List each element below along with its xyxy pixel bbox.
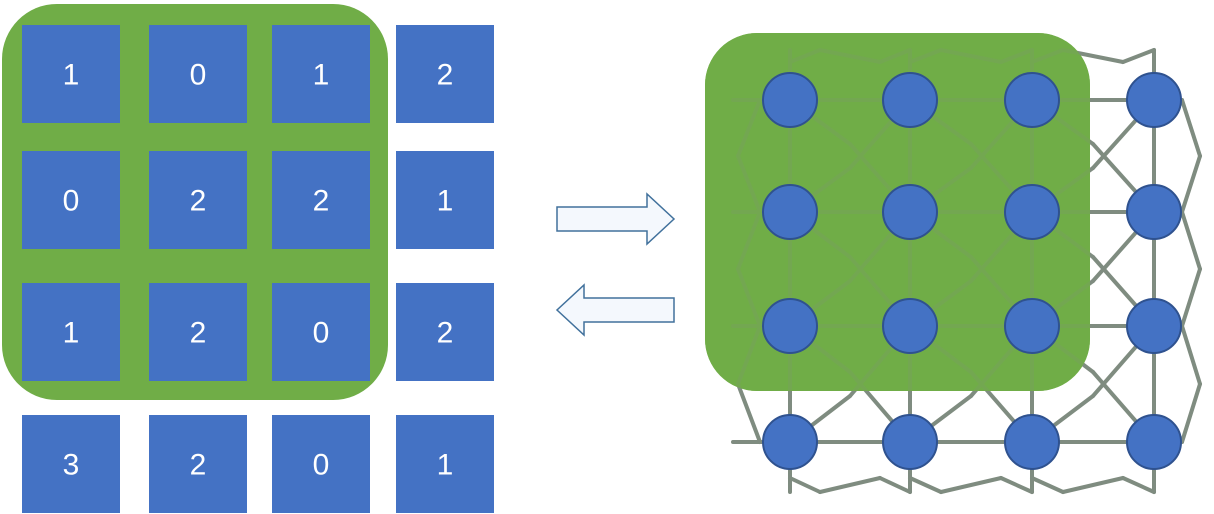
grid-cell-value: 2 [313,185,330,218]
graph-nodes [762,72,1182,470]
grid-cell-box [272,415,370,513]
grid-cell-box [149,25,247,123]
grid-cell-box [149,415,247,513]
grid-cell: 2 [149,415,247,513]
graph-node [1004,298,1060,354]
grid-cell: 1 [22,25,120,123]
grid-cell-value: 1 [437,449,454,482]
grid-cell: 1 [272,25,370,123]
graph-node [762,184,818,240]
graph-node [882,298,938,354]
grid-cell-box [149,151,247,249]
grid-cell-box [396,25,494,123]
graph-node [1126,298,1182,354]
graph-edge-diagonal [939,476,1003,494]
grid-cell: 1 [22,283,120,381]
graph-node [1126,414,1182,470]
graph-node [1126,184,1182,240]
grid-cell-value: 1 [313,59,330,92]
grid-cell-value: 0 [313,317,330,350]
graph-edge-diagonal [818,476,882,494]
graph-edge-diagonal [788,476,822,494]
grid-cell-value: 2 [437,59,454,92]
graph-edge-diagonal [1180,154,1202,214]
grid-cell-box [272,283,370,381]
grid-cell: 1 [396,415,494,513]
arrow-right-icon [556,192,676,246]
grid-cell: 2 [149,283,247,381]
grid-cell: 0 [272,283,370,381]
graph-node [1004,414,1060,470]
grid-cell: 0 [149,25,247,123]
graph-edge-diagonal [878,476,912,494]
graph-node [1004,184,1060,240]
grid-cell-box [396,151,494,249]
graph-edge-diagonal [1180,98,1202,158]
grid-cell: 3 [22,415,120,513]
grid-cell-value: 0 [63,185,80,218]
graph-node [1004,72,1060,128]
graph-edge-diagonal [1121,48,1156,64]
grid-cell-value: 0 [313,449,330,482]
grid-cell-box [22,25,120,123]
grid-cell-value: 0 [190,59,207,92]
grid-cell-value: 2 [190,317,207,350]
graph-edge-diagonal [1030,476,1065,494]
graph-edge-diagonal [736,382,762,444]
grid-cell-box [272,25,370,123]
grid-cell-value: 2 [190,185,207,218]
grid-cell: 2 [149,151,247,249]
graph-node [762,72,818,128]
node-graph [705,33,1202,494]
graph-node [882,184,938,240]
graph-edge-diagonal [1180,382,1202,444]
graph-edge-diagonal [1061,476,1125,494]
arrow-left-icon [555,283,675,337]
graph-edge-diagonal [1121,476,1156,494]
graph-edge-diagonal [1180,267,1202,328]
grid-cell-value: 1 [63,317,80,350]
graph-edge-diagonal [999,476,1034,494]
grid-cell-box [396,415,494,513]
graph-node [882,414,938,470]
pixel-grid: 1 0 1 2 0 2 2 1 1 2 0 2 3 2 0 1 [2,4,494,513]
grid-cell-value: 2 [437,317,454,350]
grid-cell: 2 [272,151,370,249]
grid-cell-value: 1 [437,185,454,218]
grid-cell: 0 [272,415,370,513]
grid-cell: 1 [396,151,494,249]
grid-cell-box [22,415,120,513]
grid-cell-value: 2 [190,449,207,482]
graph-node [762,298,818,354]
conversion-arrows [555,192,676,337]
graph-node [882,72,938,128]
grid-cell-value: 1 [63,59,80,92]
grid-cell-box [149,283,247,381]
graph-edge-diagonal [1180,324,1202,386]
grid-cell-box [22,151,120,249]
graph-node [1126,72,1182,128]
grid-cell: 2 [396,25,494,123]
grid-cell-value: 3 [63,449,80,482]
graph-node [762,414,818,470]
graph-edge-diagonal [1180,210,1202,271]
grid-cell-box [396,283,494,381]
grid-cell: 2 [396,283,494,381]
grid-cell-box [272,151,370,249]
grid-cell: 0 [22,151,120,249]
graph-edge-diagonal [908,476,943,494]
grid-cell-box [22,283,120,381]
